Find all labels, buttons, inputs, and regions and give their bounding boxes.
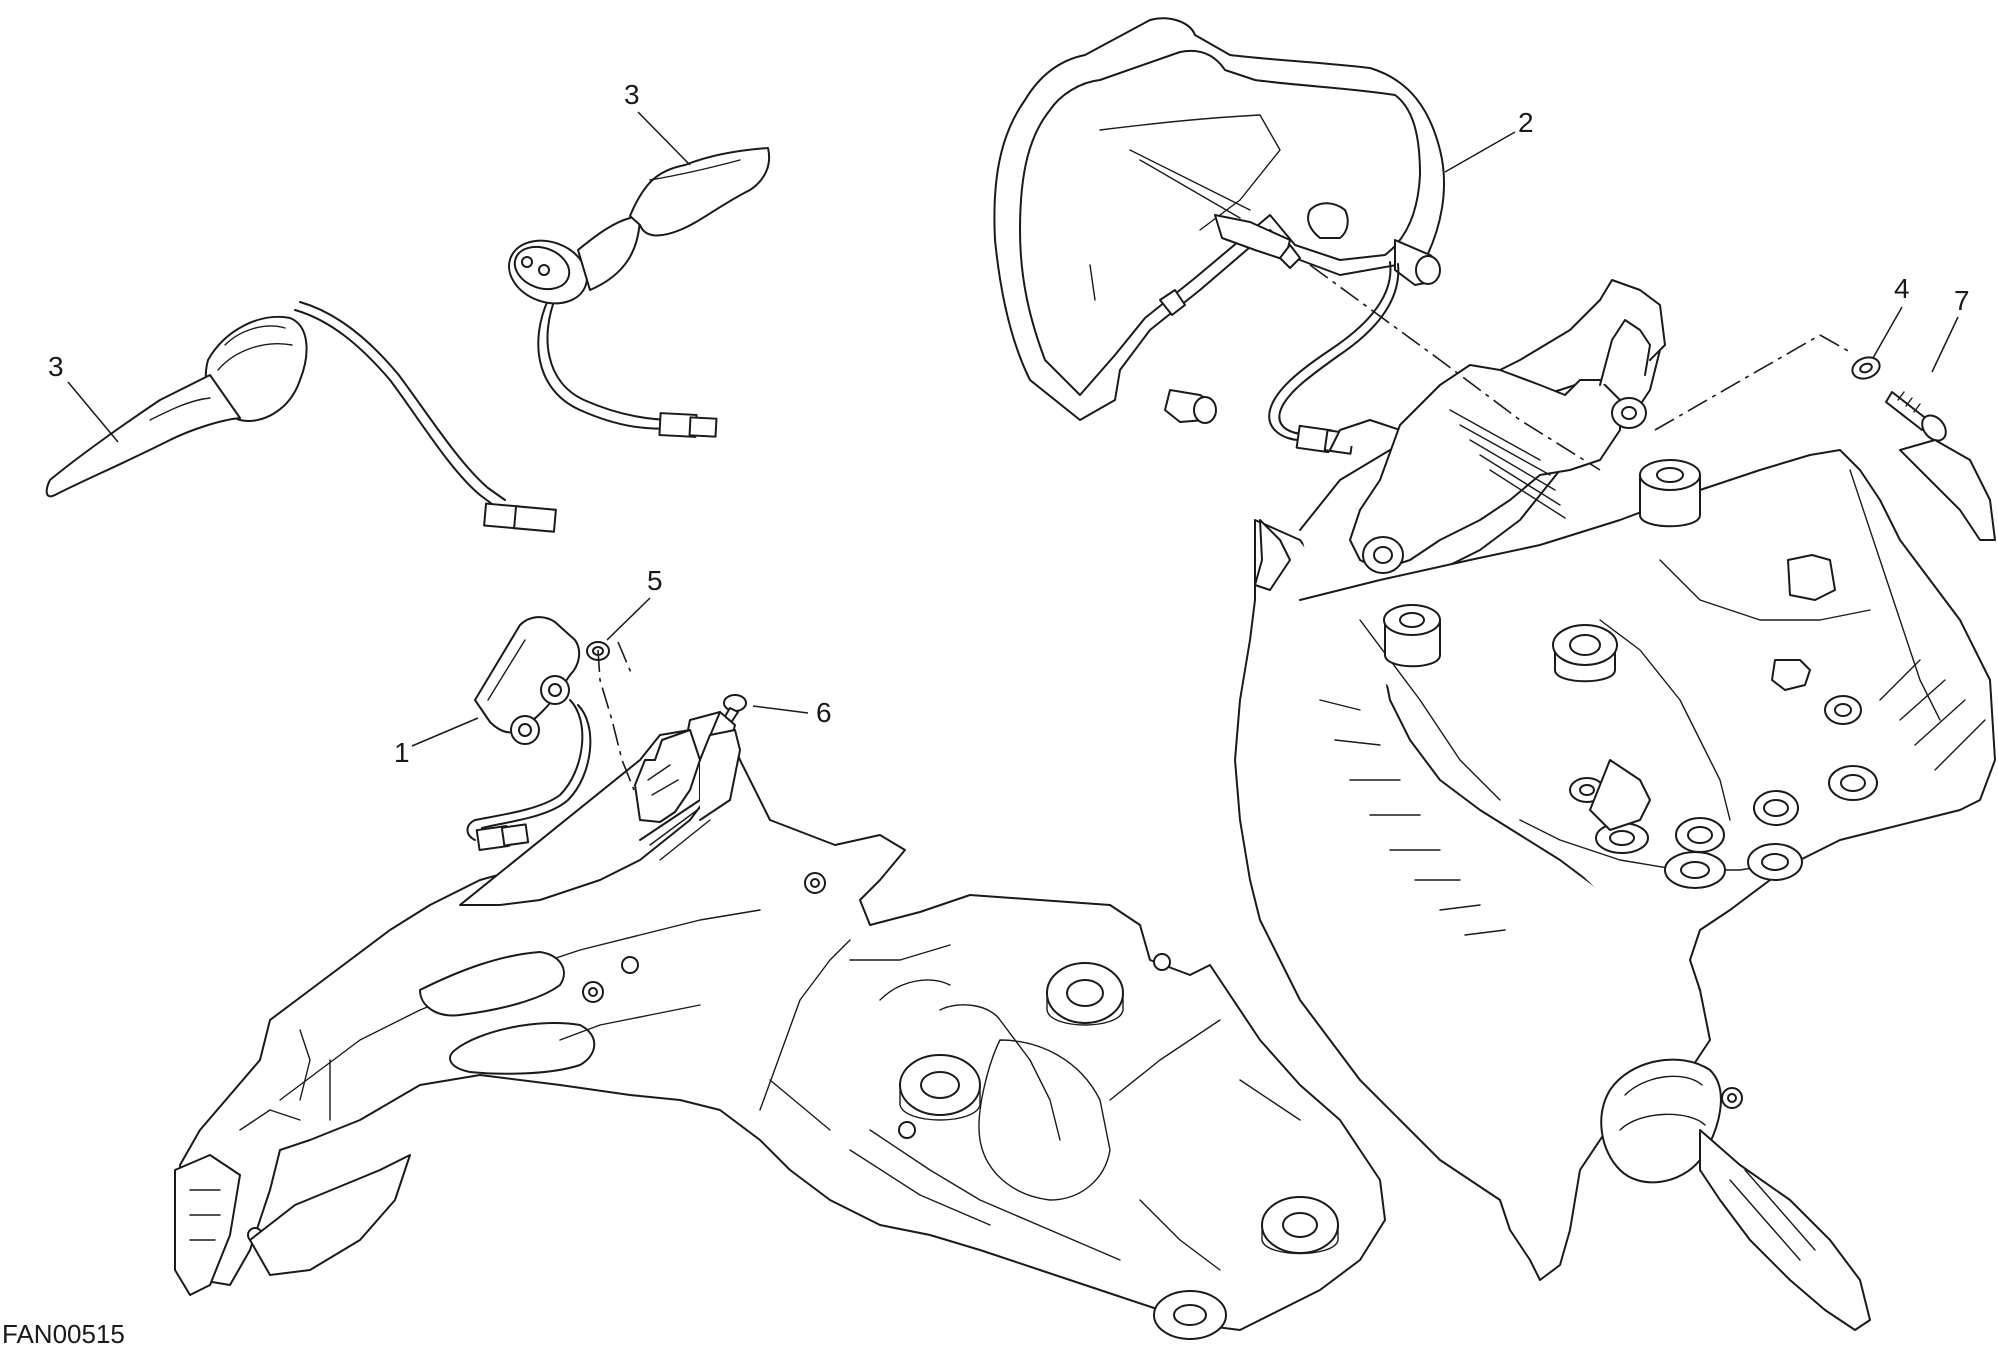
assembly-lines (597, 264, 1851, 791)
subframe-left (174, 711, 1386, 1340)
callout-5: 5 (647, 565, 663, 596)
callout-leaders (67, 111, 1959, 747)
callout-3-upper: 3 (624, 79, 640, 110)
screw-7 (1885, 391, 1947, 442)
callout-6: 6 (816, 697, 832, 728)
callout-7: 7 (1954, 285, 1970, 316)
callout-3-left: 3 (48, 351, 64, 382)
callout-4: 4 (1894, 273, 1910, 304)
undertray-right (1234, 279, 1996, 1331)
plate-light (466, 616, 592, 851)
washer-4 (1851, 356, 1881, 380)
turn-indicator-upper (508, 147, 770, 438)
turn-indicator-left (45, 301, 557, 533)
tail-light (993, 17, 1446, 455)
callout-2: 2 (1518, 107, 1534, 138)
callout-1: 1 (394, 737, 410, 768)
figure-code: FAN00515 (2, 1319, 125, 1348)
